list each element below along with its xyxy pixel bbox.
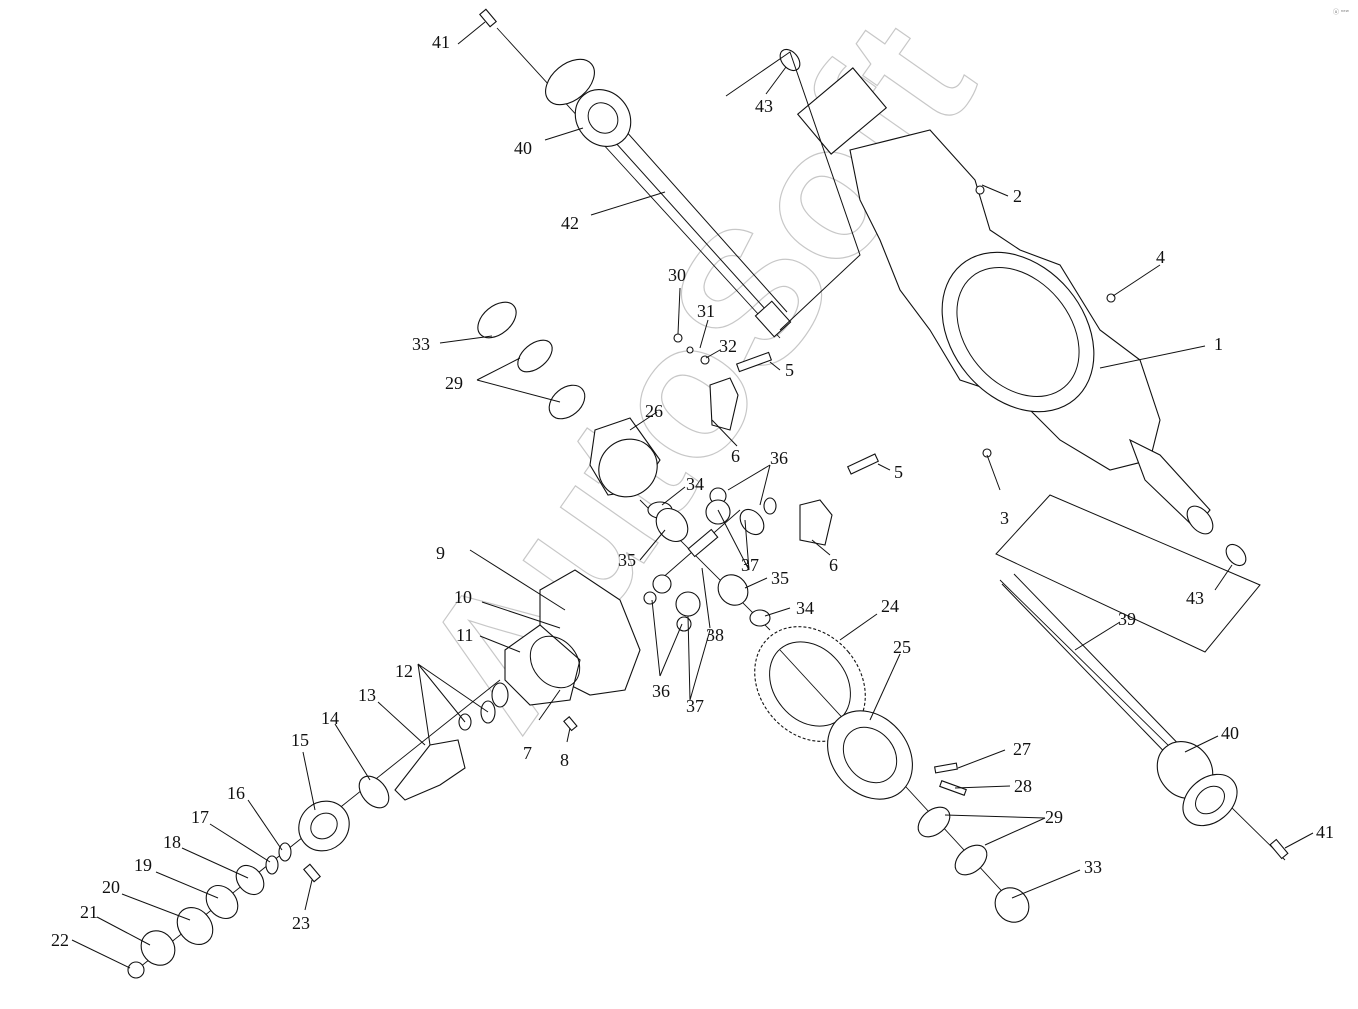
callout: 6 — [731, 446, 740, 466]
callout: 7 — [523, 743, 532, 763]
callout: 17 — [191, 807, 209, 827]
callout: 1 — [1214, 334, 1223, 354]
callout: 37 — [686, 696, 704, 716]
callout: 33 — [412, 334, 430, 354]
callout: 5 — [785, 360, 794, 380]
callout: 16 — [227, 783, 245, 803]
pinion-assembly — [127, 679, 578, 979]
watermark: AutoSoft — [379, 0, 1014, 764]
axle-shaft-lower — [999, 573, 1289, 861]
callout: 35 — [618, 550, 636, 570]
callout: 18 — [163, 832, 181, 852]
spider-gears — [639, 487, 777, 632]
corner-mark: ⓤ ⁿᵉʷ — [1333, 8, 1349, 16]
callout: 29 — [1045, 807, 1063, 827]
callout: 19 — [134, 855, 152, 875]
callout: 6 — [829, 555, 838, 575]
callout: 4 — [1156, 247, 1165, 267]
callout: 36 — [652, 681, 670, 701]
differential-carrier — [504, 569, 641, 706]
differential-case-right — [827, 710, 1030, 923]
callout: 25 — [893, 637, 911, 657]
leader-lines — [71, 21, 1314, 969]
axle-shaft-upper — [479, 8, 792, 339]
callout: 32 — [719, 336, 737, 356]
callout: 37 — [741, 555, 759, 575]
callout: 20 — [102, 877, 120, 897]
callout: 2 — [1013, 186, 1022, 206]
callout: 39 — [1118, 609, 1136, 629]
callout: 10 — [454, 587, 472, 607]
differential-case-left — [477, 301, 661, 498]
callout: 15 — [291, 730, 309, 750]
callout: 5 — [894, 462, 903, 482]
callout: 41 — [1316, 822, 1334, 842]
callout: 9 — [436, 543, 445, 563]
callout: 43 — [1186, 588, 1204, 608]
small-hardware — [673, 185, 1116, 546]
callout: 35 — [771, 568, 789, 588]
callout: 27 — [1013, 739, 1031, 759]
callout: 14 — [321, 708, 339, 728]
axle-housing — [725, 48, 1261, 653]
callout: 36 — [770, 448, 788, 468]
callout: 12 — [395, 661, 413, 681]
callout: 21 — [80, 902, 98, 922]
callout: 40 — [1221, 723, 1239, 743]
callout: 13 — [358, 685, 376, 705]
svg-text:AutoSoft: AutoSoft — [380, 0, 1014, 764]
callout: 34 — [796, 598, 814, 618]
callout: 8 — [560, 750, 569, 770]
callout: 41 — [432, 32, 450, 52]
callout: 42 — [561, 213, 579, 233]
callout: 38 — [706, 625, 724, 645]
callouts: 1 2 3 4 5 5 6 6 7 8 9 10 11 12 13 14 15 … — [51, 32, 1334, 950]
callout: 23 — [292, 913, 310, 933]
callout: 30 — [668, 265, 686, 285]
callout: 11 — [456, 625, 473, 645]
callout: 26 — [645, 401, 663, 421]
callout: 28 — [1014, 776, 1032, 796]
callout: 22 — [51, 930, 69, 950]
callout: 24 — [881, 596, 899, 616]
callout: 29 — [445, 373, 463, 393]
callout: 31 — [697, 301, 715, 321]
callout: 40 — [514, 138, 532, 158]
callout: 33 — [1084, 857, 1102, 877]
callout: 3 — [1000, 508, 1009, 528]
callout: 43 — [755, 96, 773, 116]
callout: 34 — [686, 474, 704, 494]
